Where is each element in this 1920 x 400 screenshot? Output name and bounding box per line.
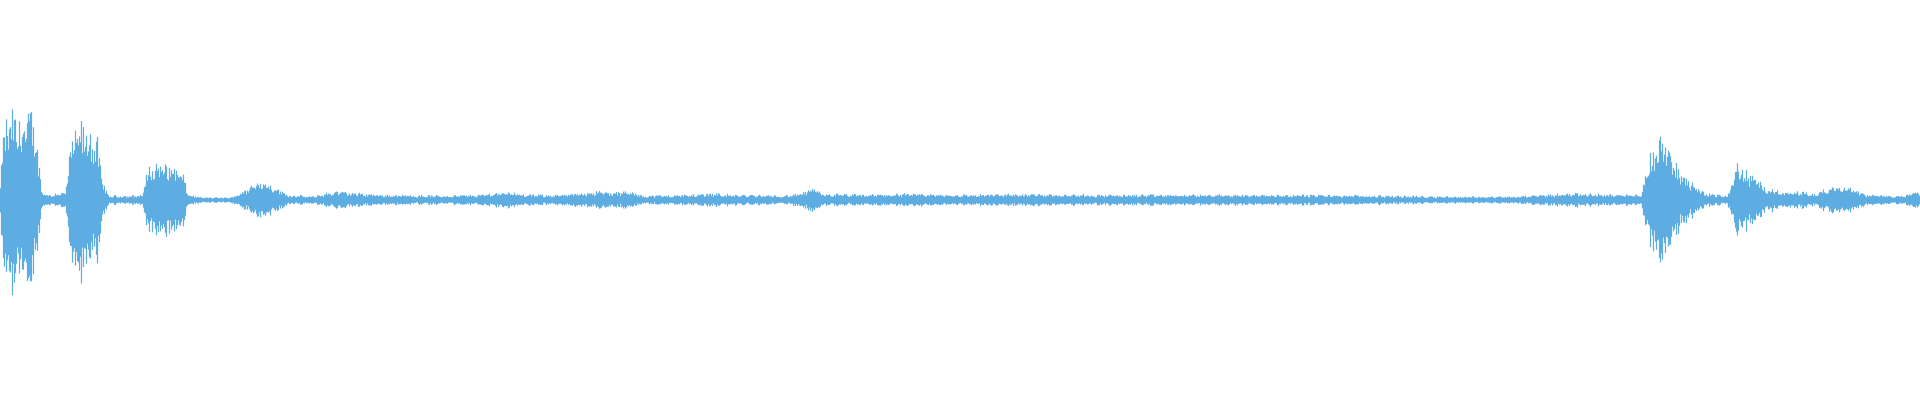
waveform-samples bbox=[0, 109, 1920, 296]
